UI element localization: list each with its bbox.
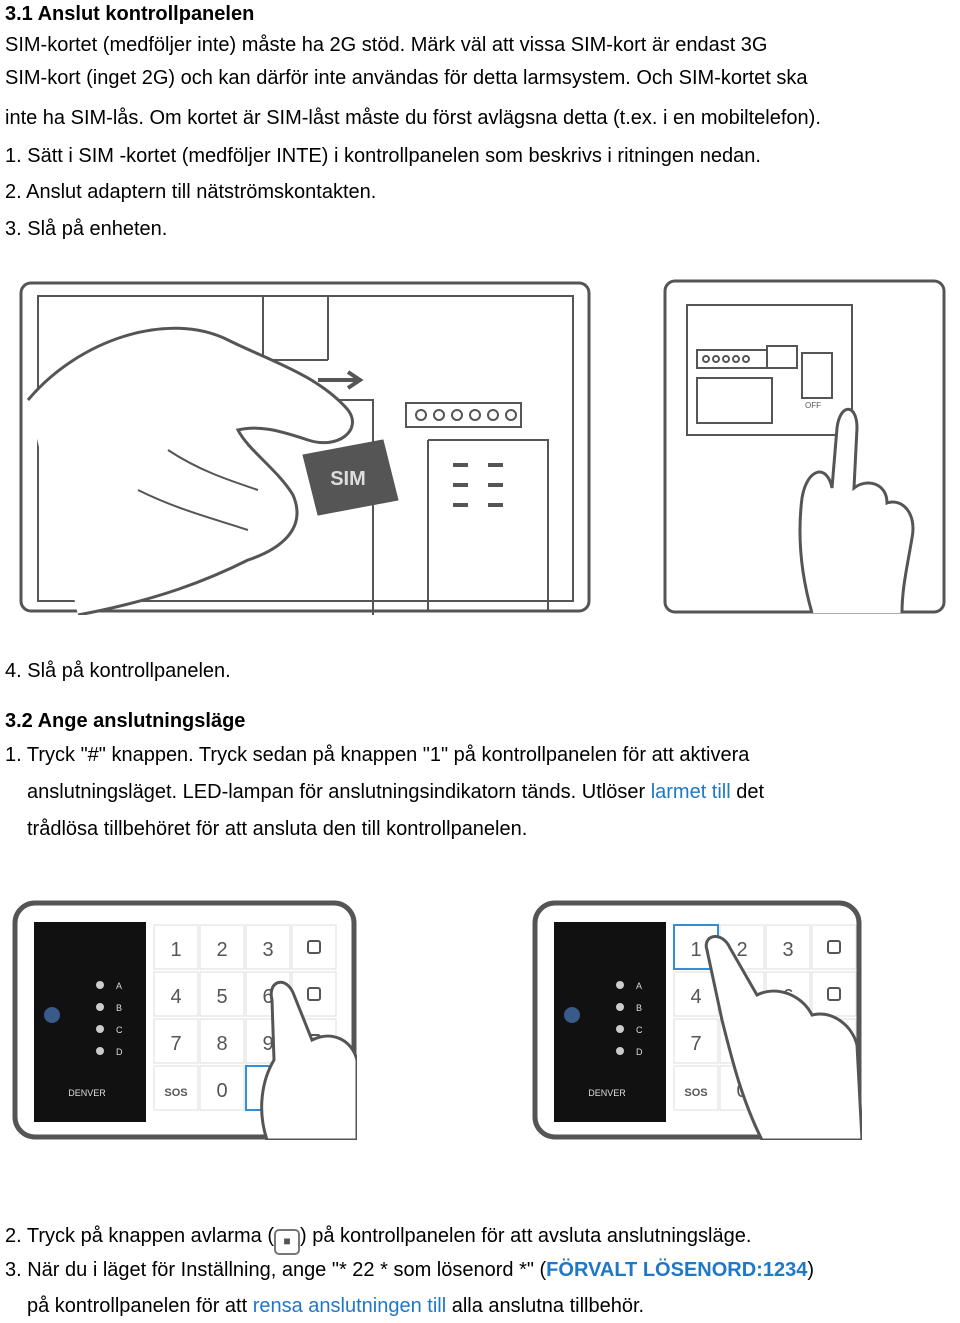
status-icon bbox=[44, 1007, 60, 1023]
keypad-key-label: 4 bbox=[170, 986, 181, 1008]
step-1: 1. Sätt i SIM -kortet (medföljer INTE) i… bbox=[5, 145, 761, 167]
indicator-label: B bbox=[116, 1003, 122, 1013]
indicator-led bbox=[96, 1047, 104, 1055]
indicator-label: D bbox=[116, 1047, 123, 1057]
step-3: 3. Slå på enheten. bbox=[5, 218, 168, 240]
keypad-key-label: 2 bbox=[216, 939, 227, 961]
hand-illustration bbox=[704, 935, 862, 1140]
paragraph-line: på kontrollpanelen för att rensa anslutn… bbox=[27, 1295, 645, 1317]
keypad-key[interactable] bbox=[673, 1018, 719, 1064]
section-heading-anslut: 3.1 Anslut kontrollpanelen bbox=[5, 3, 255, 25]
keypad-key-label: 8 bbox=[216, 1033, 227, 1055]
keypad-key-label: 1 bbox=[690, 939, 701, 961]
keypad-key[interactable] bbox=[811, 971, 857, 1017]
link-rensa-anslutningen[interactable]: rensa anslutningen till bbox=[252, 1295, 447, 1317]
indicator-label: D bbox=[636, 1047, 643, 1057]
switch-off-label: OFF bbox=[805, 401, 821, 410]
keypad-key[interactable] bbox=[245, 924, 291, 970]
keypad-key-label: SOS bbox=[684, 1087, 707, 1099]
keypad-key[interactable] bbox=[199, 971, 245, 1017]
keypad-key[interactable] bbox=[199, 924, 245, 970]
indicator-led bbox=[96, 981, 104, 989]
keypad-key[interactable] bbox=[153, 924, 199, 970]
paragraph-line: anslutningsläget. LED-lampan för anslutn… bbox=[27, 781, 765, 803]
paragraph-line: 2. Tryck på knappen avlarma (■) på kontr… bbox=[5, 1224, 751, 1255]
function-key-icon bbox=[307, 940, 321, 954]
keypad-key[interactable] bbox=[811, 924, 857, 970]
keypad-key[interactable] bbox=[199, 1018, 245, 1064]
indicator-label: B bbox=[636, 1003, 642, 1013]
keypad-key[interactable] bbox=[199, 1065, 245, 1111]
sim-label: SIM bbox=[330, 468, 366, 490]
disarm-icon: ■ bbox=[274, 1229, 301, 1255]
brand-logo: DENVER bbox=[588, 1088, 626, 1098]
paragraph-line: 1. Tryck "#" knappen. Tryck sedan på kna… bbox=[5, 744, 750, 766]
section-heading-anslutningslage: 3.2 Ange anslutningsläge bbox=[5, 710, 246, 732]
paragraph-line: inte ha SIM-lås. Om kortet är SIM-låst m… bbox=[5, 107, 821, 129]
indicator-led bbox=[96, 1025, 104, 1033]
paragraph-line: SIM-kortet (medföljer inte) måste ha 2G … bbox=[5, 34, 768, 56]
step-4: 4. Slå på kontrollpanelen. bbox=[5, 660, 231, 682]
keypad-key[interactable] bbox=[673, 971, 719, 1017]
brand-logo: DENVER bbox=[68, 1088, 106, 1098]
indicator-label: C bbox=[116, 1025, 123, 1035]
keypad-key[interactable] bbox=[153, 971, 199, 1017]
keypad-key-label: 3 bbox=[262, 939, 273, 961]
keypad-key[interactable] bbox=[765, 924, 811, 970]
paragraph-line: trådlösa tillbehöret för att ansluta den… bbox=[27, 818, 528, 840]
indicator-label: C bbox=[636, 1025, 643, 1035]
paragraph-line: 3. När du i läget för Inställning, ange … bbox=[5, 1259, 814, 1281]
keypad-key-label: 0 bbox=[216, 1080, 227, 1102]
keypad-key-label: 9 bbox=[262, 1033, 273, 1055]
keypad-key-label: 7 bbox=[690, 1033, 701, 1055]
status-icon bbox=[564, 1007, 580, 1023]
keypad-key[interactable] bbox=[291, 924, 337, 970]
keypad-key-label: 4 bbox=[690, 986, 701, 1008]
keypad-key[interactable] bbox=[153, 1018, 199, 1064]
function-key-icon bbox=[827, 940, 841, 954]
keypad-key-label: 7 bbox=[170, 1033, 181, 1055]
function-key-icon bbox=[307, 987, 321, 1001]
keypad-key[interactable] bbox=[673, 1065, 719, 1111]
keypad-key[interactable] bbox=[153, 1065, 199, 1111]
indicator-led bbox=[616, 1025, 624, 1033]
indicator-label: A bbox=[636, 981, 642, 991]
keypad-key-label: 6 bbox=[262, 986, 273, 1008]
indicator-led bbox=[616, 1047, 624, 1055]
keypad-key-label: SOS bbox=[164, 1087, 187, 1099]
paragraph-line: SIM-kort (inget 2G) och kan därför inte … bbox=[5, 67, 808, 89]
link-larmet-till[interactable]: larmet till bbox=[650, 781, 731, 803]
sim-insertion-figure: SIM bbox=[19, 281, 591, 615]
keypad-key-label: 2 bbox=[736, 939, 747, 961]
indicator-led bbox=[96, 1003, 104, 1011]
keypad-key-label: 1 bbox=[170, 939, 181, 961]
keypad-key-label: 5 bbox=[216, 986, 227, 1008]
indicator-label: A bbox=[116, 981, 122, 991]
keypad-key-label: 3 bbox=[782, 939, 793, 961]
indicator-led bbox=[616, 981, 624, 989]
hand-illustration bbox=[260, 981, 357, 1140]
step-2: 2. Anslut adaptern till nätströmskontakt… bbox=[5, 181, 377, 203]
power-switch-figure: OFF bbox=[663, 279, 946, 614]
default-password: FÖRVALT LÖSENORD:1234 bbox=[546, 1259, 808, 1281]
function-key-icon bbox=[827, 987, 841, 1001]
indicator-led bbox=[616, 1003, 624, 1011]
